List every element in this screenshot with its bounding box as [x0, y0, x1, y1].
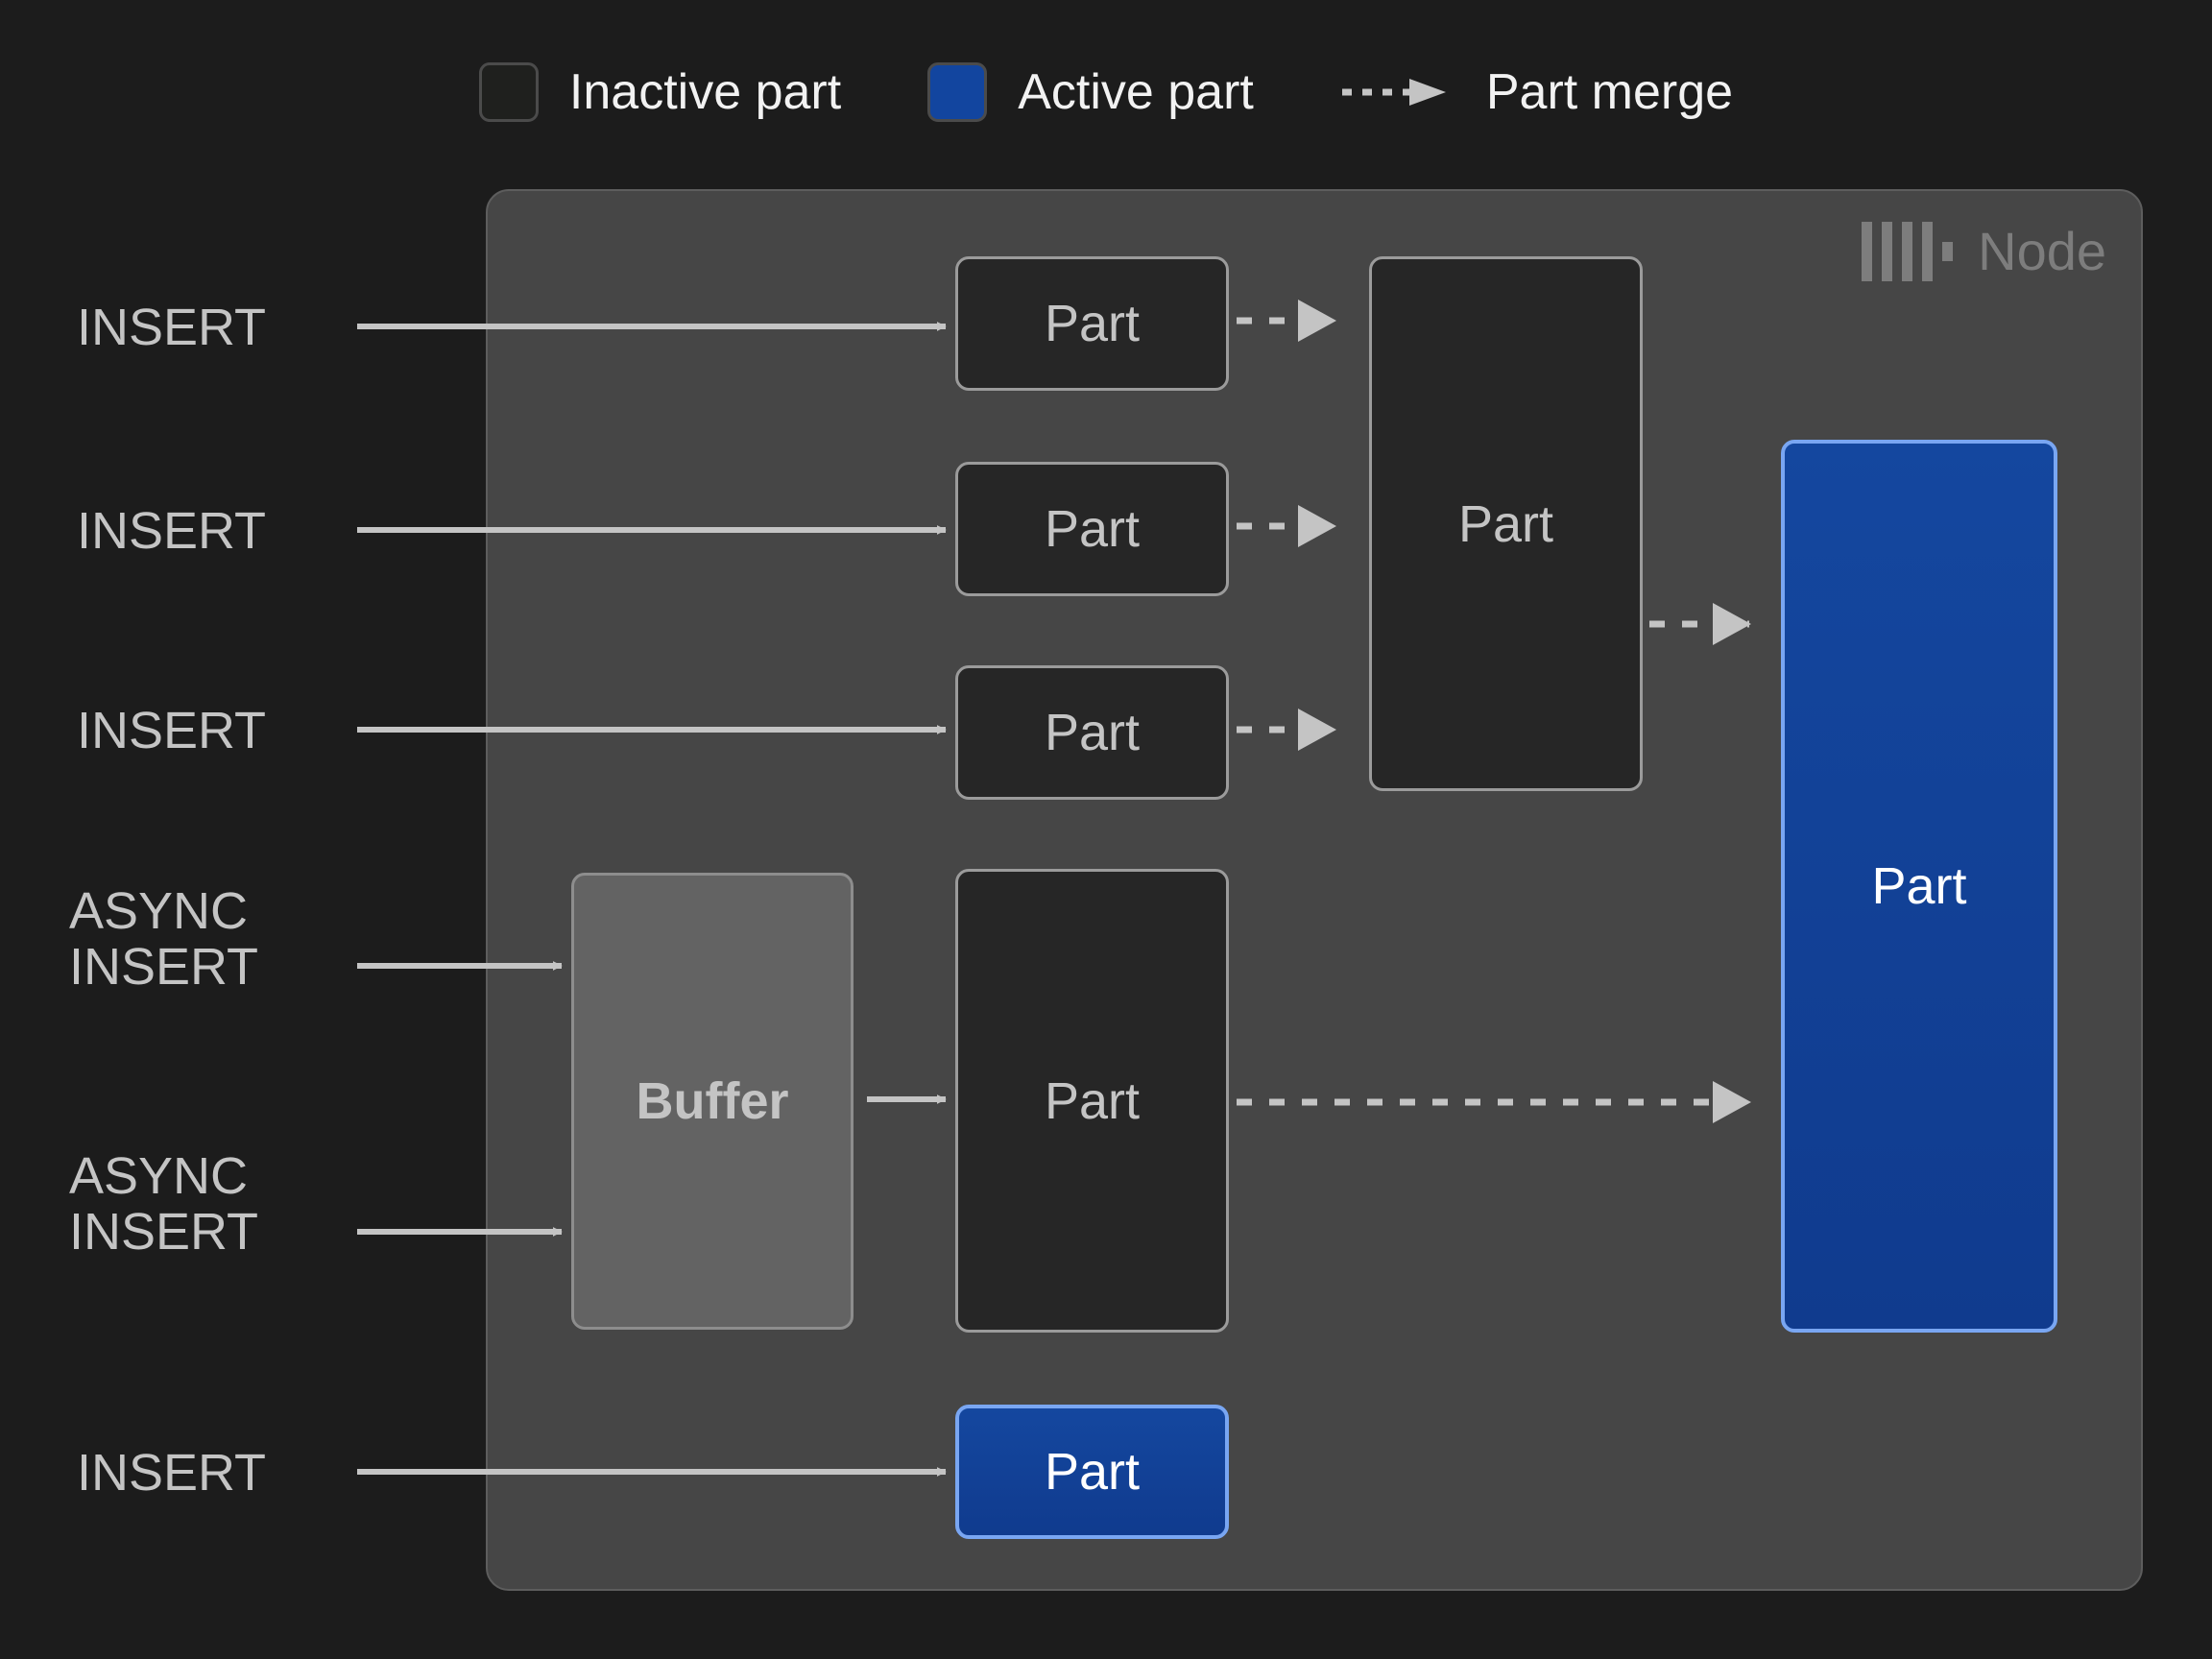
inactive-part-swatch-icon	[478, 62, 539, 122]
part-box-final[interactable]: Part	[1781, 440, 2057, 1333]
buffer-box[interactable]: Buffer	[571, 873, 854, 1330]
part-box-in-1[interactable]: Part	[955, 256, 1229, 391]
input-label-insert-1: INSERT	[77, 299, 267, 356]
input-label-insert-2: INSERT	[77, 502, 267, 560]
input-label-insert-3: INSERT	[77, 702, 267, 759]
legend-label-part-merge: Part merge	[1485, 64, 1734, 120]
input-label-insert-4: INSERT	[77, 1444, 267, 1502]
part-box-new[interactable]: Part	[955, 1405, 1229, 1539]
legend-label-active-part: Active part	[1018, 64, 1254, 120]
legend-item-active-part: Active part	[927, 62, 1254, 122]
input-label-async-insert-2: ASYNC INSERT	[69, 1147, 259, 1262]
legend-label-inactive-part: Inactive part	[568, 64, 842, 120]
dashed-arrow-icon	[1341, 79, 1446, 106]
active-part-swatch-icon	[927, 62, 988, 122]
part-box-buffered[interactable]: Part	[955, 869, 1229, 1333]
part-box-in-2[interactable]: Part	[955, 462, 1229, 596]
input-label-async-insert-1: ASYNC INSERT	[69, 882, 259, 997]
legend: Inactive part Active part Part merge	[0, 46, 2212, 138]
legend-item-part-merge: Part merge	[1340, 67, 1733, 117]
node-badge: Node	[1862, 222, 2106, 281]
node-badge-label: Node	[1978, 221, 2106, 281]
part-box-in-3[interactable]: Part	[955, 665, 1229, 800]
legend-item-inactive-part: Inactive part	[478, 62, 842, 122]
clickhouse-logo-icon	[1862, 222, 1954, 281]
part-box-merged-1[interactable]: Part	[1369, 256, 1643, 791]
